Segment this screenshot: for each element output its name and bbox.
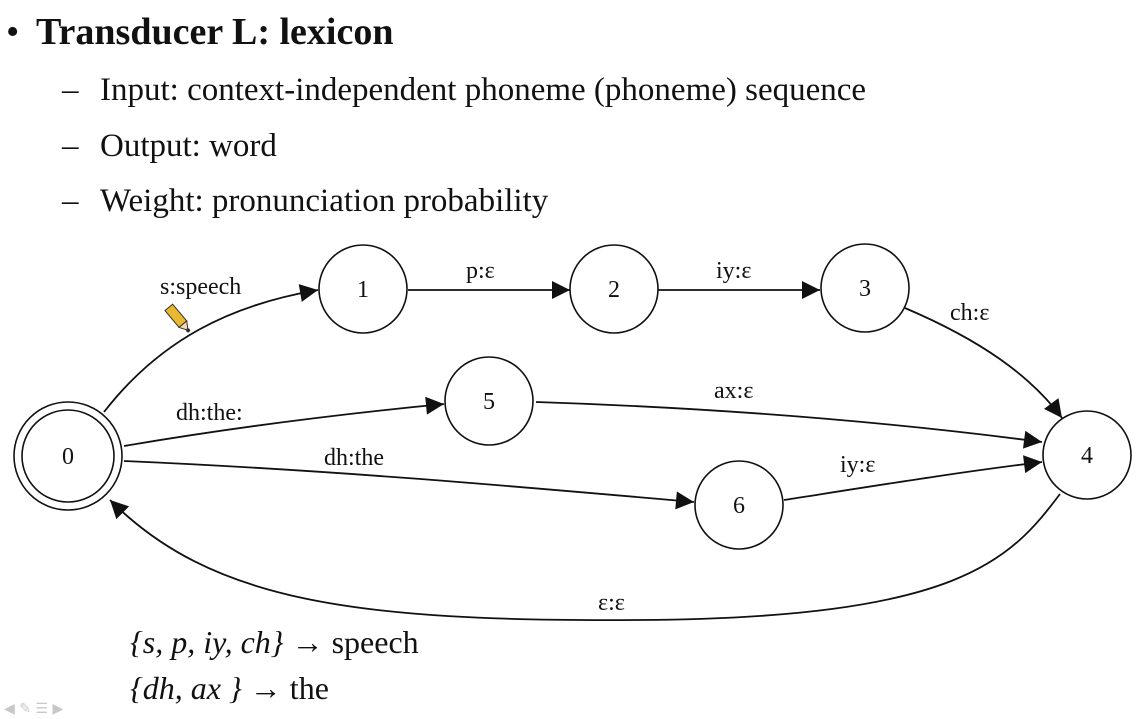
next-icon[interactable]: ▶ [52,701,64,717]
node-0: 0 [13,401,123,511]
menu-icon[interactable]: ☰ [35,701,48,717]
bullet-marker: • [6,11,20,53]
subpoint-output: –Output: word [62,128,277,165]
node-6: 6 [694,460,784,550]
mapping-speech: {s, p, iy, ch} → speech [130,624,419,661]
mapping-word: speech [331,624,419,660]
edge-6-4 [783,455,1043,501]
edge-0-6 [123,460,695,510]
node-5: 5 [444,356,534,446]
dash-marker: – [62,128,79,164]
node-label: 0 [62,444,74,470]
node-label: 1 [357,277,369,303]
mapping-arrow: → [291,624,324,660]
node-2: 2 [569,244,659,334]
pen-cursor-icon [164,303,191,333]
node-label: 2 [608,277,620,303]
mapping-the: {dh, ax } → the [130,670,329,707]
phoneme-set: {dh, ax } [130,670,242,706]
dash-marker: – [62,183,79,219]
edge-0-5 [123,396,445,447]
edge-3-4 [904,307,1063,419]
node-label: 4 [1081,443,1093,469]
edge-label-0-1: s:speech [160,274,241,300]
node-3: 3 [820,243,910,333]
subpoint-weight: –Weight: pronunciation probability [62,183,548,220]
edge-label-6-4: iy:ε [840,452,875,478]
edge-5-4 [535,401,1043,449]
edge-label-2-3: iy:ε [716,258,751,284]
node-label: 6 [733,493,745,519]
mapping-arrow: → [249,670,282,706]
mapping-word: the [289,670,329,706]
edge-label-1-2: p:ε [466,258,495,284]
prev-icon[interactable]: ◀ [4,701,15,717]
subpoint-text: Output: word [100,128,277,164]
slide-title: • Transducer L: lexicon [6,10,393,54]
node-4: 4 [1042,410,1132,500]
pen-icon[interactable]: ✎ [19,701,31,717]
edge-label-5-4: ax:ε [714,378,753,404]
subpoint-text: Weight: pronunciation probability [100,183,549,219]
subpoint-text: Input: context-independent phoneme (phon… [100,72,867,108]
title-text: Transducer L: lexicon [36,11,394,53]
subpoint-input: –Input: context-independent phoneme (pho… [62,72,866,109]
edge-label-0-5: dh:the: [176,400,243,426]
edge-0-1 [103,284,319,413]
slideshow-controls: ◀ ✎ ☰ ▶ [4,701,63,717]
node-label: 3 [859,276,871,302]
node-1: 1 [318,244,408,334]
phoneme-set: {s, p, iy, ch} [130,624,284,660]
edge-label-3-4: ch:ε [950,300,989,326]
edge-label-4-0: ε:ε [598,590,625,616]
edge-4-0 [109,493,1061,622]
dash-marker: – [62,72,79,108]
edge-label-0-6: dh:the [324,445,384,471]
node-label: 5 [483,389,495,415]
